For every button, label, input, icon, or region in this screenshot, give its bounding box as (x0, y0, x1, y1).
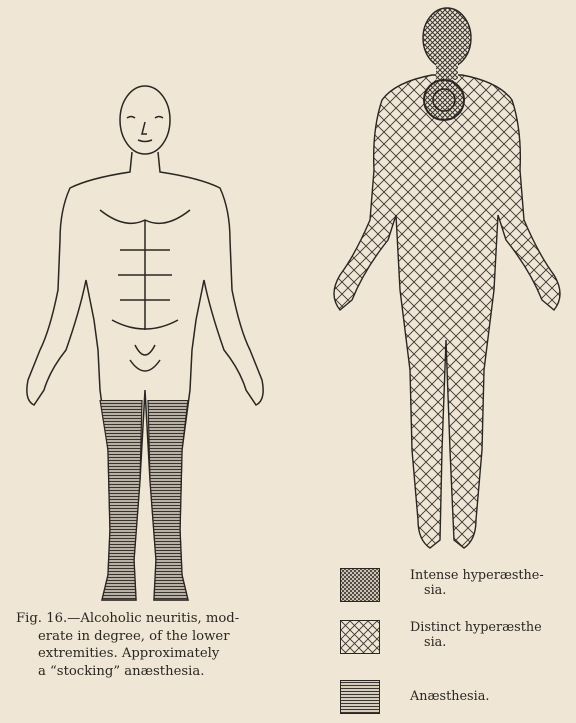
legend-anaesthesia: Anæsthesia. (340, 680, 576, 714)
caption-line: a “stocking” anæsthesia. (16, 663, 278, 681)
stocking-anaesthesia-right-leg (148, 400, 188, 600)
swatch-dense-crosshatch (340, 568, 380, 602)
legend-intense-hyperaesthesia: Intense hyperæsthe- sia. (340, 568, 576, 602)
female-head (423, 8, 471, 68)
stocking-anaesthesia-left-leg (100, 400, 142, 600)
female-figure-illustration (300, 0, 576, 560)
legend-label-line: Distinct hyperæsthe (410, 620, 576, 635)
intense-hyperaesthesia-region (424, 80, 464, 120)
legend-label-line: Anæsthesia. (410, 689, 576, 704)
swatch-horizontal-lines (340, 680, 380, 714)
male-head (120, 86, 170, 154)
caption-line: Fig. 16.—Alcoholic neuritis, mod- (16, 610, 278, 628)
figure-caption: Fig. 16.—Alcoholic neuritis, mod- erate … (16, 610, 278, 680)
legend-label-line: Intense hyperæsthe- (410, 568, 576, 583)
legend-distinct-hyperaesthesia: Distinct hyperæsthe sia. (340, 620, 576, 654)
distinct-hyperaesthesia-region (334, 75, 560, 548)
legend-label-line: sia. (410, 635, 576, 650)
caption-line: erate in degree, of the lower (16, 628, 278, 646)
legend-label-line: sia. (410, 583, 576, 598)
caption-line: extremities. Approximately (16, 645, 278, 663)
swatch-crosshatch (340, 620, 380, 654)
male-figure-illustration (0, 60, 290, 610)
